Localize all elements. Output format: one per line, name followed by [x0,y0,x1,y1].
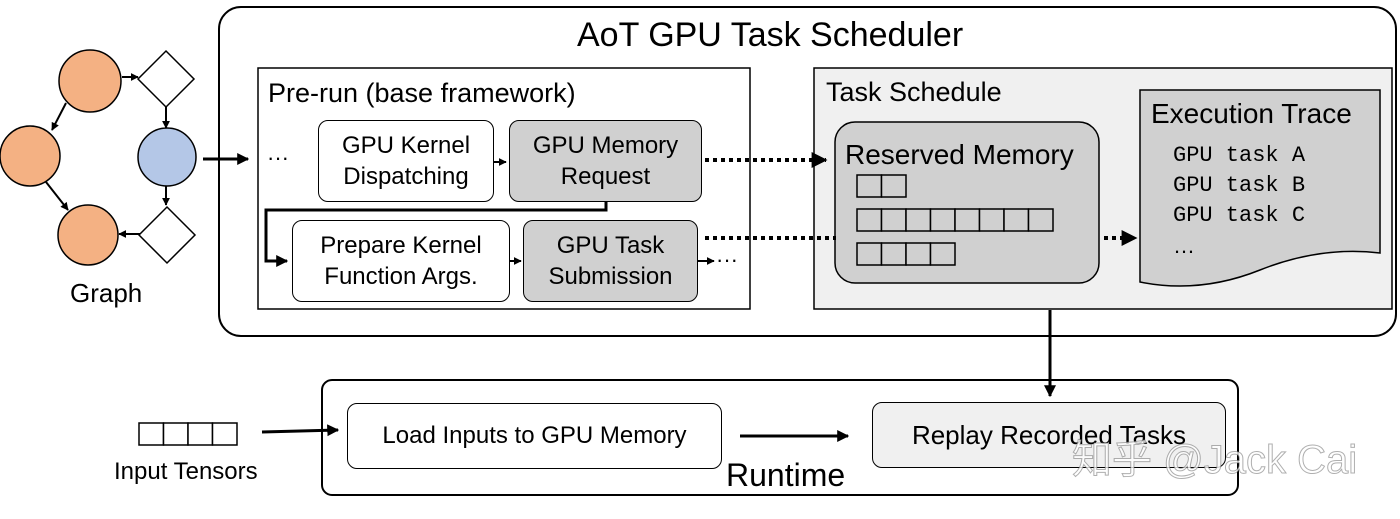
memory-block [905,208,932,232]
input-tensor-cell [138,422,165,446]
runtime-label: Runtime [726,457,846,493]
submit-line-2: Submission [548,263,673,290]
execution-trace-title: Execution Trace [1151,98,1352,129]
prerun-tail-ellipsis: ··· [716,247,738,272]
graph-nodes [0,49,197,266]
input-to-load-arrow [261,424,340,437]
submit-line-1: GPU Task [556,231,665,259]
memory-blocks [856,174,1054,266]
memory-block [929,242,956,266]
load-inputs-box: Load Inputs to GPU Memory [347,403,722,469]
trace-item: GPU task B [1173,173,1306,198]
memory-block [880,242,907,266]
dispatch-line-2: Dispatching [343,163,469,190]
prerun-title: Pre-run (base framework) [268,78,576,108]
task-schedule-title: Task Schedule [826,77,1002,107]
memory-block [1003,208,1030,232]
memreq-line-1: GPU Memory [532,131,679,159]
scheduler-title: AoT GPU Task Scheduler [577,16,964,54]
prerun-lead-ellipsis: ··· [267,145,289,170]
gpu-kernel-dispatching-box: GPU Kernel Dispatching [318,120,494,202]
prepare-line-1: Prepare Kernel [320,231,482,259]
input-tensor-cell [211,422,238,446]
graph-node-orange-left [0,125,61,187]
graph-label: Graph [70,278,143,308]
trace-item: … [1173,233,1195,258]
memory-block [880,174,907,198]
memory-block [905,242,932,266]
graph-node-orange-bottom [57,204,119,266]
input-tensor-cell [187,422,214,446]
trace-item: GPU task A [1173,143,1306,168]
memory-block [856,242,883,266]
trace-item: GPU task C [1173,203,1306,228]
input-tensors-label: Input Tensors [114,458,258,485]
gpu-task-submission-box: GPU Task Submission [523,220,698,302]
graph-node-diamond-bottom [137,205,197,265]
load-inputs-label: Load Inputs to GPU Memory [382,422,687,449]
memory-block [880,208,907,232]
memory-block [856,208,883,232]
graph-node-blue [137,127,197,187]
memreq-line-2: Request [560,163,651,190]
memory-block [1027,208,1054,232]
memreq-to-prepare-connector [264,202,608,267]
memory-block [929,208,956,232]
memory-block [978,208,1005,232]
gpu-memory-request-box: GPU Memory Request [509,120,702,202]
input-tensor-cell [162,422,189,446]
replay-tasks-box: Replay Recorded Tasks [872,402,1226,468]
replay-tasks-label: Replay Recorded Tasks [911,419,1187,450]
reserved-memory-title: Reserved Memory [845,139,1074,170]
prepare-kernel-args-box: Prepare Kernel Function Args. [292,220,510,302]
watermark: 知乎 @Jack Cai [1071,438,1358,483]
input-tensor-cells [138,422,238,446]
memory-block [954,208,981,232]
execution-trace-document [1139,89,1381,287]
memory-block [856,174,883,198]
dispatch-line-1: GPU Kernel [341,131,471,159]
graph-node-orange-top [58,49,122,113]
prepare-line-2: Function Args. [324,263,478,290]
graph-node-diamond-top [136,49,196,109]
